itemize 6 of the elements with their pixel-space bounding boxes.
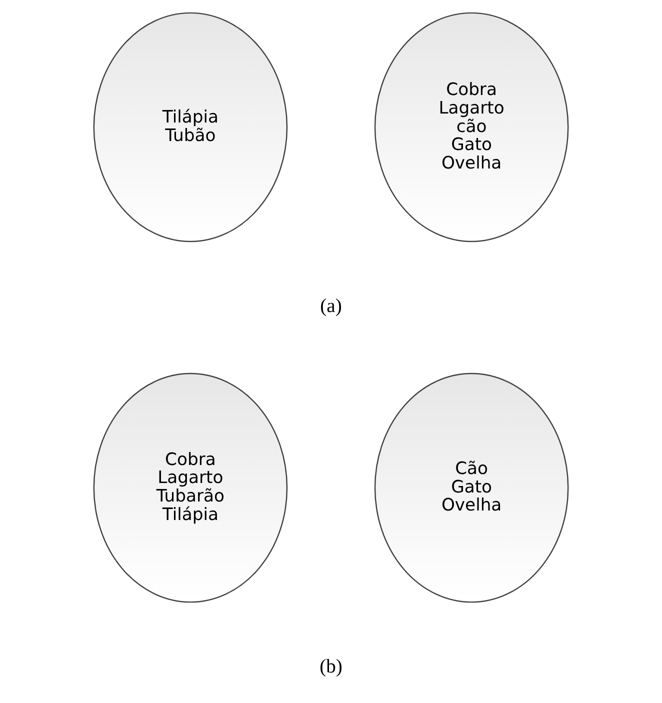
node-ellipse: Cão Gato Ovelha <box>374 372 569 603</box>
node-ellipse: Cobra Lagarto cão Gato Ovelha <box>374 12 569 242</box>
node-ellipse: Cobra Lagarto Tubarão Tilápia <box>93 372 288 603</box>
node-ellipse: Tilápia Tubão <box>93 12 288 242</box>
label: (b) <box>320 656 342 678</box>
label: (a) <box>320 296 342 318</box>
